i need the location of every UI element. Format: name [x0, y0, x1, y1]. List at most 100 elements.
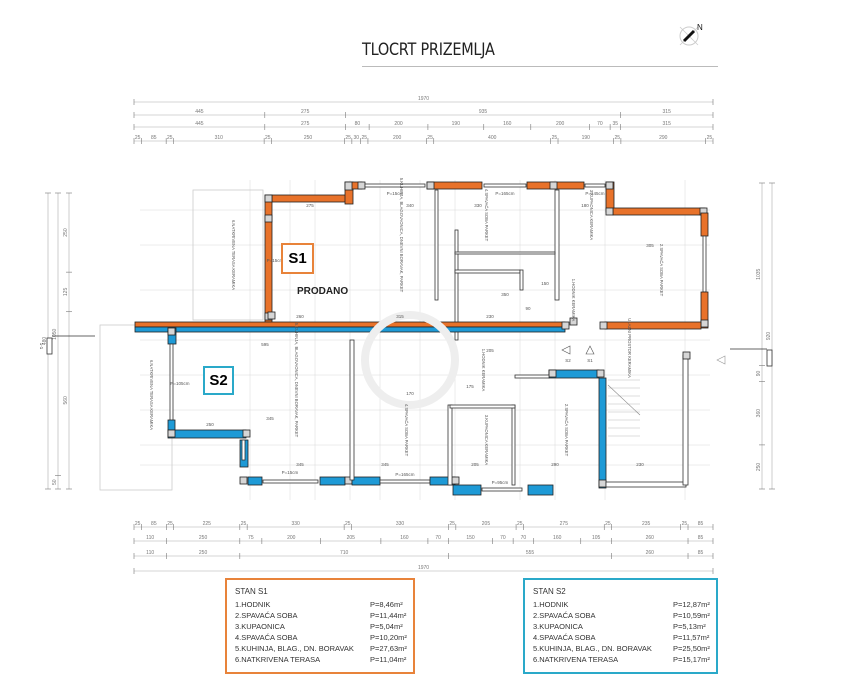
- dimension-label: 190: [452, 121, 461, 127]
- room-area: P=11,57m²: [673, 633, 710, 642]
- wall-s2: [351, 476, 381, 486]
- inner-dimension: 180: [581, 203, 589, 208]
- dimension-label: 160: [553, 535, 562, 541]
- room-name: 4.SPAVAĆA SOBA: [533, 633, 596, 642]
- north-arrow-needle: [682, 29, 696, 43]
- column: [451, 476, 460, 485]
- wall-s1: [426, 181, 483, 190]
- column: [357, 181, 366, 190]
- stair-wall: [605, 481, 687, 488]
- partition-wall: [519, 269, 524, 291]
- dimension-label: 85: [151, 135, 157, 141]
- column: [426, 181, 435, 190]
- room-name: 3.KUPAONICA: [533, 622, 583, 631]
- dimension-label: 445: [195, 109, 204, 115]
- column: [267, 311, 276, 320]
- room-label-s2-hallway: 1.HODNIK KERAMIKA: [481, 349, 486, 392]
- room-name: 2.SPAVAĆA SOBA: [533, 611, 596, 620]
- section-marker-icon: [585, 345, 595, 355]
- dimension-label: 25: [167, 135, 173, 141]
- title-divider: [362, 66, 718, 67]
- window-label: P=15cm: [282, 470, 299, 475]
- dimension-label: 235: [642, 521, 651, 527]
- room-area: P=10,20m²: [370, 633, 407, 642]
- wall-s1: [269, 194, 351, 203]
- section-marker-icon: [561, 345, 571, 355]
- sold-label: PRODANO: [297, 286, 349, 297]
- partition-wall: [349, 339, 355, 481]
- room-name: 1.HODNIK: [533, 600, 569, 609]
- dimension-label: 25: [682, 521, 688, 527]
- window-frame: [483, 183, 527, 188]
- window-label: P=105cm: [170, 381, 189, 386]
- inner-dimension: 345: [381, 462, 389, 467]
- legend-heading: STAN S2: [533, 587, 566, 596]
- room-name: 2.SPAVAĆA SOBA: [235, 611, 298, 620]
- section-mark-label: S1: [587, 358, 593, 363]
- inner-dimension: 150: [541, 281, 549, 286]
- column: [167, 429, 176, 438]
- wall-s1: [604, 321, 702, 330]
- wall-shared-s1: [134, 321, 566, 328]
- dimension-label: 260: [646, 535, 655, 541]
- dimension-label: 25: [345, 135, 351, 141]
- column: [242, 429, 251, 438]
- window-label: P=145cm: [585, 191, 604, 196]
- dimension-label: 25: [427, 135, 433, 141]
- dimension-label: 250: [756, 463, 762, 472]
- inner-dimension: 230: [486, 314, 494, 319]
- room-label-entrance: ULAZNI PROSTOR KERAMIKA: [627, 318, 632, 378]
- dimension-label: 125: [63, 288, 69, 297]
- window-frame: [481, 487, 523, 492]
- inner-dimension: 345: [296, 462, 304, 467]
- legend-heading: STAN S1: [235, 587, 268, 596]
- partition-wall: [434, 189, 439, 301]
- inner-dimension: 205: [486, 348, 494, 353]
- dimension-label: 200: [556, 121, 565, 127]
- room-area: P=5,13m²: [673, 622, 706, 631]
- room-label-s1-bedroom2: 2.SPAVAĆA SOBA PARKET: [659, 244, 664, 297]
- dimension-label: 275: [301, 109, 310, 115]
- room-name: 1.HODNIK: [235, 600, 271, 609]
- column: [605, 181, 614, 190]
- inner-dimension: 260: [296, 314, 304, 319]
- room-label-s2-bathroom: 3.KUPAONICA KERAMIKA: [484, 415, 489, 466]
- dimension-label: 25: [362, 135, 368, 141]
- inner-dimension: 305: [646, 243, 654, 248]
- window-frame: [702, 235, 707, 293]
- dimension-label: 25: [614, 135, 620, 141]
- column: [548, 369, 557, 378]
- section-cut-label: 1-1: [39, 343, 44, 350]
- room-area: P=27,63m²: [370, 644, 407, 653]
- inner-dimension: 315: [396, 314, 404, 319]
- dimension-label: 30: [353, 135, 359, 141]
- partition-wall: [554, 189, 560, 301]
- partition-wall: [454, 229, 459, 341]
- inner-dimension: 345: [266, 416, 274, 421]
- dimension-label: 250: [199, 550, 208, 556]
- room-name: 4.SPAVAĆA SOBA: [235, 633, 298, 642]
- dimension-label: 275: [301, 121, 310, 127]
- room-label-s2-terrace: 6.NATKRIVENA TERASA KERAMIKA: [149, 360, 154, 430]
- wall-s2: [167, 429, 247, 439]
- dimension-label: 85: [698, 550, 704, 556]
- dimension-label: 110: [146, 535, 154, 541]
- inner-dimension: 290: [551, 462, 559, 467]
- dimension-label: 935: [479, 109, 488, 115]
- inner-dimension: 350: [501, 292, 509, 297]
- wall-s1: [700, 291, 709, 329]
- dimension-label: 200: [287, 535, 296, 541]
- legend-row: 3.KUPAONICA P=5,13m²: [533, 622, 706, 631]
- wall-s2: [548, 369, 600, 379]
- room-name: 5.KUHINJA, BLAG., DN. BORAVAK: [533, 644, 652, 653]
- wall-s1: [700, 212, 709, 237]
- dimension-label: 560: [63, 396, 69, 405]
- dimension-label: 290: [659, 135, 668, 141]
